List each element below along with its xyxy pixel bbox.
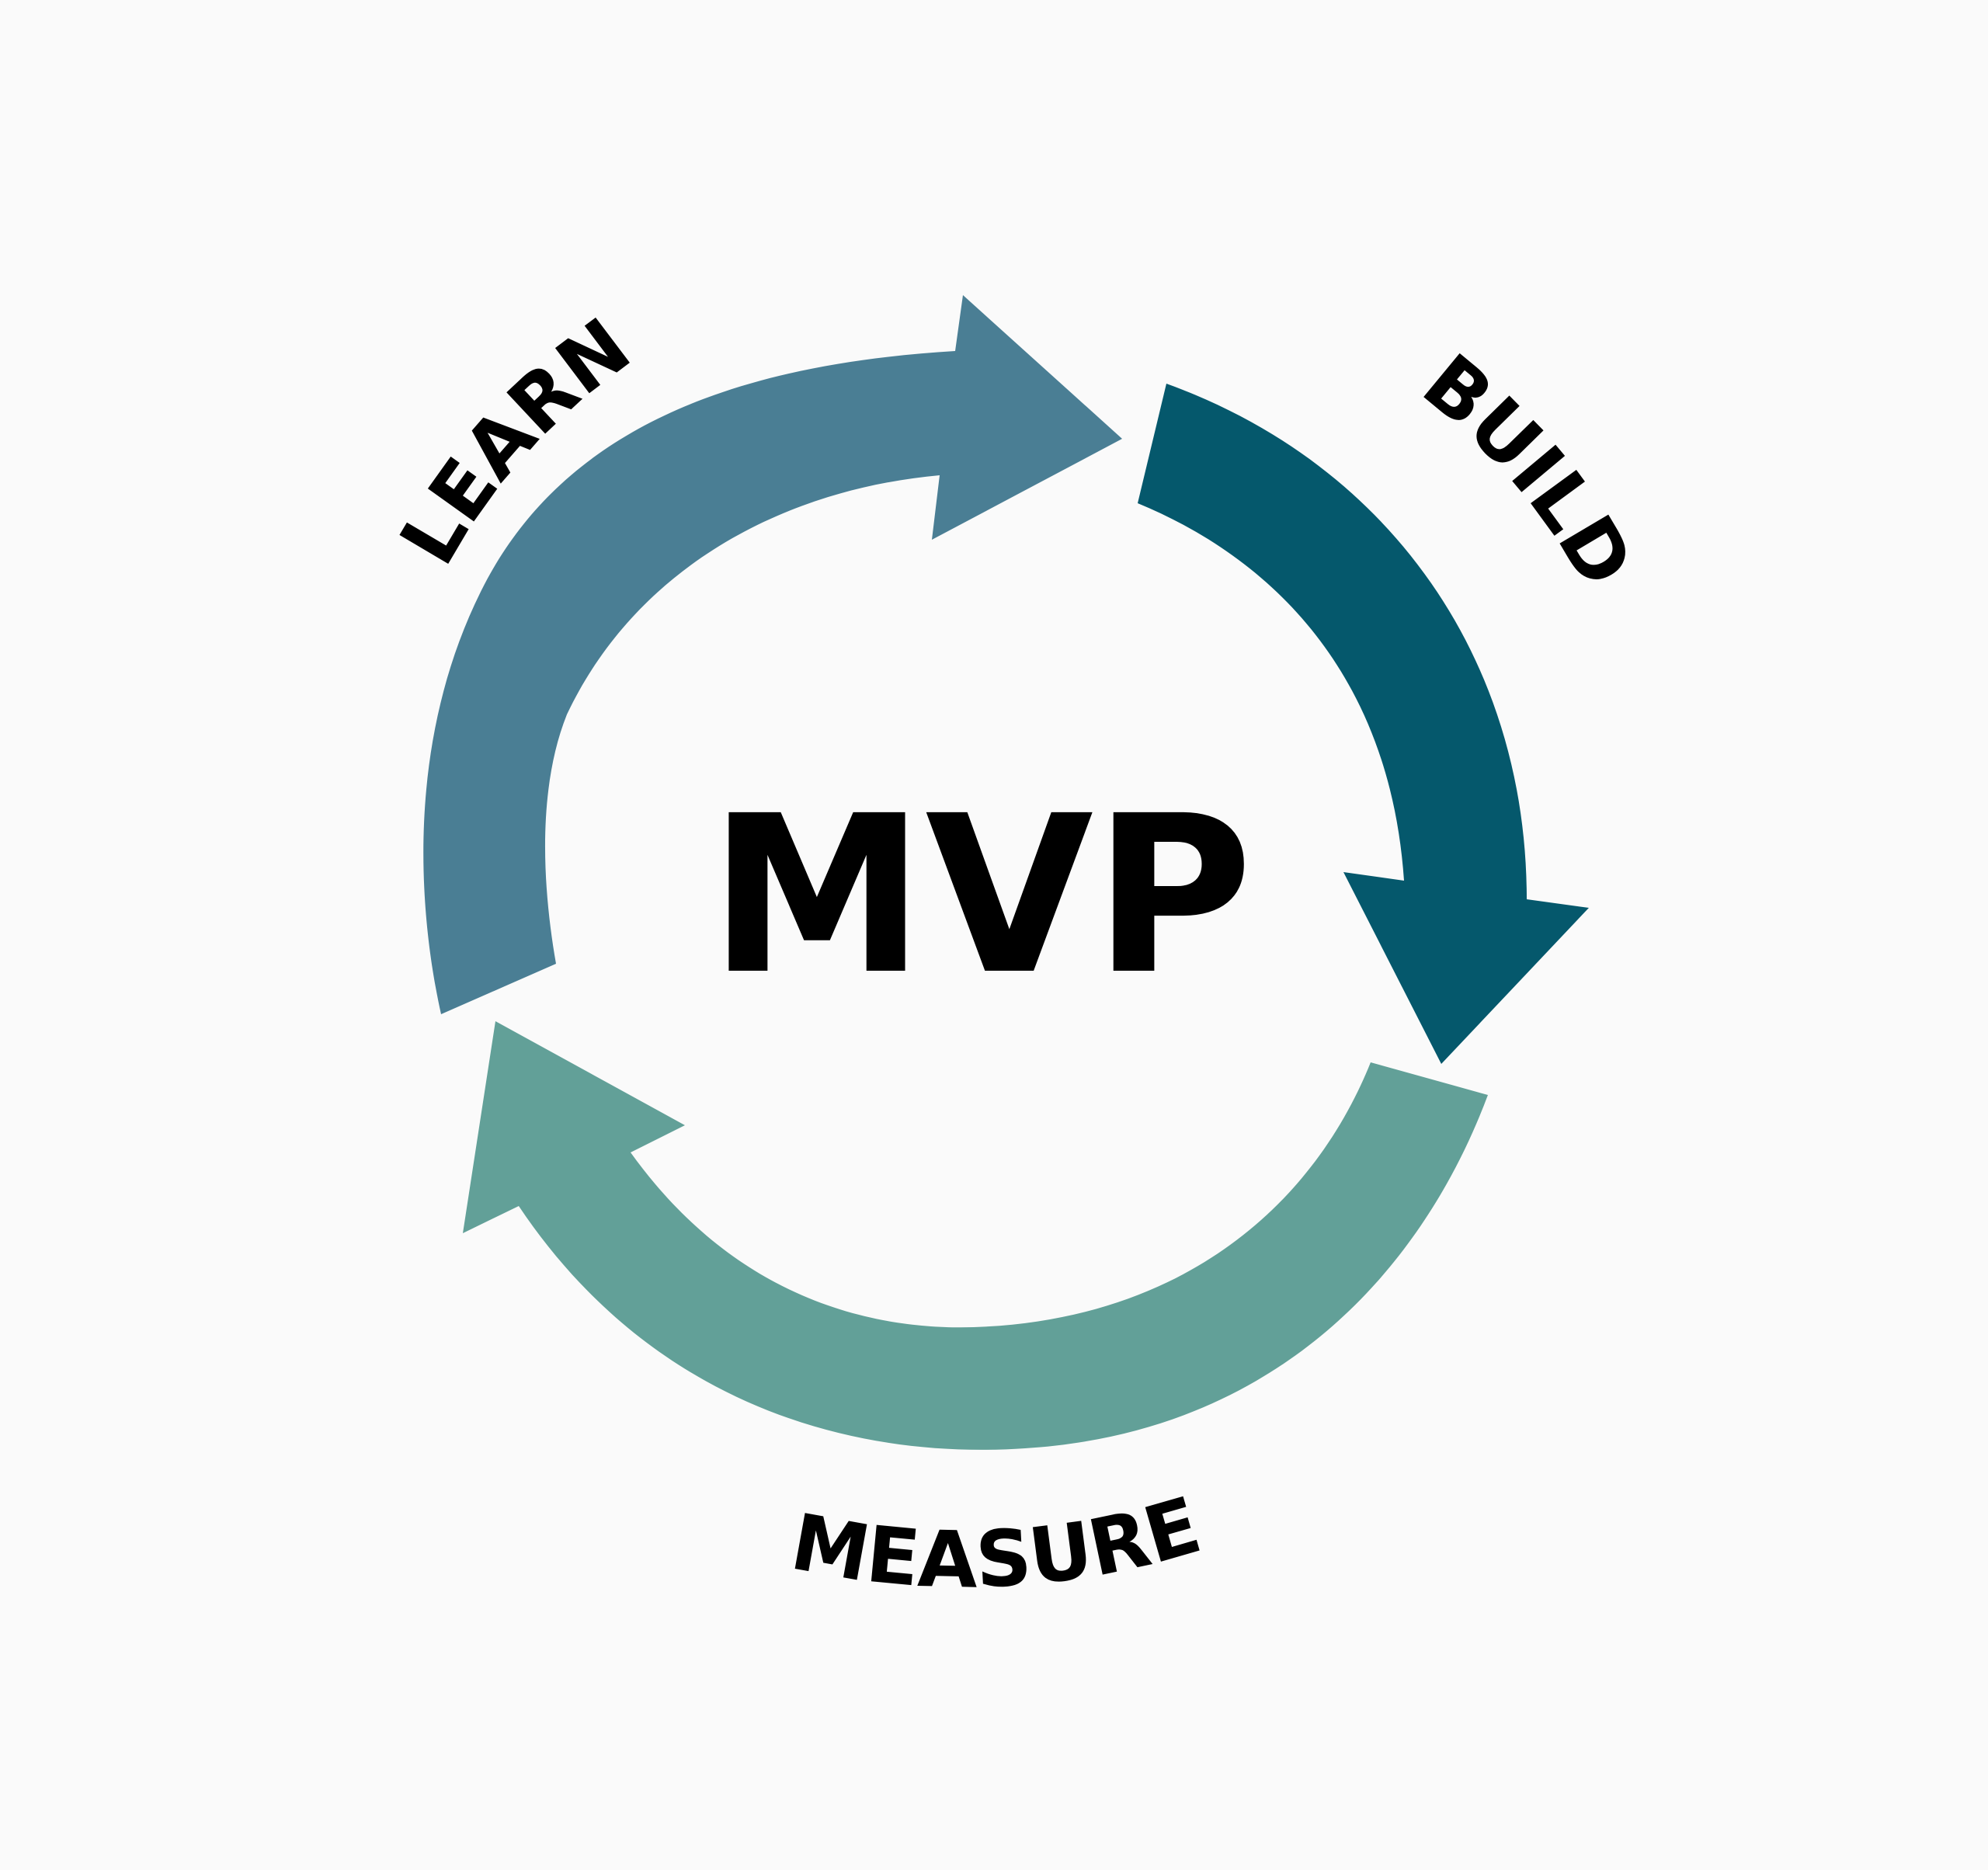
build-label-text: BUILD (1406, 337, 1651, 603)
center-title: MVP (709, 770, 1253, 1023)
measure-label-text: MEASURE (784, 1479, 1210, 1606)
measure-label: MEASURE (784, 1479, 1210, 1606)
build-arrow (1138, 384, 1589, 1064)
measure-arrow (463, 1021, 1488, 1450)
build-label: BUILD (1406, 337, 1651, 603)
learn-arrow (423, 295, 1122, 1014)
